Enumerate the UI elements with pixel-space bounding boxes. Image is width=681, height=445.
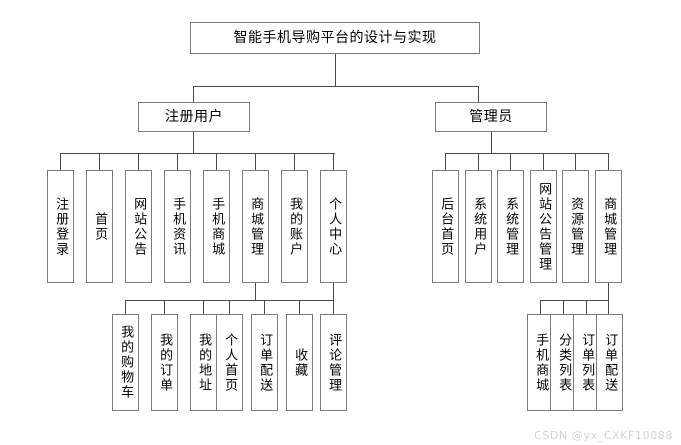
node-admin-phone-mall: 手机商城 [527, 314, 554, 411]
connector-level2-bus [193, 86, 479, 87]
connector-admin-child-0 [445, 153, 446, 170]
node-user-site-notice: 网站公告 [125, 170, 152, 283]
connector-mall-mgmt-bus [125, 300, 256, 301]
connector-user-child-6 [294, 153, 295, 170]
node-my-address: 我的地址 [190, 314, 217, 411]
connector-admin-child-1 [478, 153, 479, 170]
node-user-phone-news: 手机资讯 [164, 170, 191, 283]
connector-admin-children-bus [445, 153, 608, 154]
connector-admin-mall-child-3 [608, 300, 609, 314]
connector-to-user-node [193, 86, 194, 102]
node-admin-site-notice-management: 网站公告管理 [530, 170, 557, 283]
connector-to-admin-node [478, 86, 479, 102]
connector-admin-child-5 [608, 153, 609, 170]
connector-user-child-1 [99, 153, 100, 170]
node-admin-backend-home: 后台首页 [432, 170, 459, 283]
node-my-shopping-cart: 我的购物车 [112, 314, 139, 411]
node-user-personal-center: 个人中心 [320, 170, 347, 283]
node-my-orders: 我的订单 [151, 314, 178, 411]
root-node: 智能手机导购平台的设计与实现 [190, 22, 480, 54]
node-admin-system-users: 系统用户 [465, 170, 492, 283]
connector-mall-mgmt-stem [255, 283, 256, 300]
node-personal-home: 个人首页 [216, 314, 243, 411]
node-admin-resource-management: 资源管理 [562, 170, 589, 283]
connector-admin-mall-child-0 [540, 300, 541, 314]
node-comment-management: 评论管理 [320, 314, 347, 411]
node-user-mall-management: 商城管理 [242, 170, 269, 283]
connector-user-child-2 [138, 153, 139, 170]
connector-admin-child-4 [575, 153, 576, 170]
connector-personal-center-child-0 [229, 300, 230, 314]
connector-personal-center-child-1 [264, 300, 265, 314]
connector-admin-mall-stem [608, 283, 609, 300]
node-admin-order-delivery: 订单配送 [596, 314, 623, 411]
connector-admin-child-3 [543, 153, 544, 170]
csdn-watermark: CSDN @yx_CXKF10088 [534, 429, 673, 442]
connector-admin-mall-child-2 [586, 300, 587, 314]
connector-personal-center-stem [333, 283, 334, 300]
node-user-home: 首页 [86, 170, 113, 283]
node-user-my-account: 我的账户 [281, 170, 308, 283]
connector-mall-mgmt-child-2 [203, 300, 204, 314]
connector-user-child-5 [255, 153, 256, 170]
connector-user-child-4 [216, 153, 217, 170]
node-admin-system-management: 系统管理 [497, 170, 524, 283]
connector-mall-mgmt-child-1 [164, 300, 165, 314]
connector-admin-mall-bus [540, 300, 609, 301]
node-user-register-login: 注册登录 [47, 170, 74, 283]
node-administrator: 管理员 [435, 102, 547, 132]
node-favorites: 收藏 [286, 314, 313, 411]
node-admin-mall-management: 商城管理 [595, 170, 622, 283]
connector-root-stem [335, 54, 336, 86]
connector-admin-stem [491, 132, 492, 153]
connector-user-child-3 [177, 153, 178, 170]
connector-admin-child-2 [510, 153, 511, 170]
connector-mall-mgmt-child-0 [125, 300, 126, 314]
node-user-phone-mall: 手机商城 [203, 170, 230, 283]
connector-user-stem [193, 132, 194, 153]
connector-user-children-bus [60, 153, 335, 154]
connector-personal-center-bus [229, 300, 334, 301]
connector-user-child-0 [60, 153, 61, 170]
node-order-delivery: 订单配送 [251, 314, 278, 411]
node-registered-user: 注册用户 [138, 102, 250, 132]
connector-personal-center-child-3 [333, 300, 334, 314]
node-admin-order-list: 订单列表 [573, 314, 600, 411]
connector-admin-mall-child-1 [563, 300, 564, 314]
connector-user-child-7 [333, 153, 334, 170]
connector-personal-center-child-2 [299, 300, 300, 314]
